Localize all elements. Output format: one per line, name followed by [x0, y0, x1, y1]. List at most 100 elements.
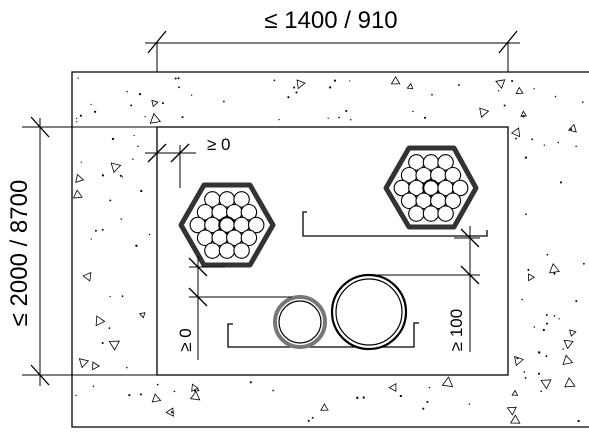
concrete-aggregate: [95, 315, 106, 327]
concrete-speck: [278, 118, 280, 121]
concrete-speck: [135, 244, 138, 247]
concrete-speck: [542, 328, 545, 332]
concrete-speck: [527, 268, 530, 271]
gap-right-dimension: ≥ 100: [370, 226, 480, 352]
concrete-texture: [72, 76, 585, 424]
concrete-speck: [173, 390, 176, 393]
concrete-speck: [132, 158, 134, 160]
concrete-speck: [515, 137, 517, 140]
upper-support-channel: [302, 211, 488, 237]
cable-tube: [422, 205, 440, 222]
concrete-speck: [553, 273, 556, 275]
concrete-speck: [356, 396, 359, 399]
concrete-speck: [109, 199, 112, 202]
concrete-aggregate: [569, 329, 577, 337]
concrete-speck: [497, 90, 500, 92]
concrete-speck: [307, 419, 310, 422]
concrete-speck: [137, 145, 139, 148]
gap-top-label: ≥ 0: [207, 135, 231, 154]
concrete-speck: [562, 348, 564, 350]
concrete-speck: [428, 386, 431, 389]
concrete-aggregate: [138, 312, 146, 319]
concrete-speck: [575, 145, 577, 148]
concrete-speck: [524, 156, 528, 159]
concrete-speck: [90, 238, 92, 240]
concrete-speck: [170, 411, 173, 414]
concrete-speck: [77, 77, 79, 79]
concrete-speck: [350, 118, 352, 121]
cable-tube: [233, 242, 250, 259]
concrete-aggregate: [191, 383, 199, 392]
concrete-speck: [111, 137, 115, 141]
concrete-speck: [273, 79, 276, 82]
concrete-speck: [553, 315, 556, 317]
right-bundle-tubes: [393, 154, 469, 222]
concrete-speck: [524, 377, 527, 379]
concrete-speck: [311, 416, 314, 419]
concrete-aggregate: [562, 354, 574, 366]
concrete-speck: [79, 114, 82, 117]
concrete-aggregate: [511, 389, 519, 396]
concrete-aggregate: [406, 82, 414, 90]
concrete-speck: [521, 298, 523, 301]
concrete-speck: [130, 104, 133, 107]
concrete-speck: [109, 295, 111, 298]
left-bundle-tubes: [189, 191, 265, 259]
concrete-speck: [345, 109, 348, 113]
concrete-speck: [75, 117, 78, 120]
concrete-speck: [119, 174, 122, 177]
concrete-speck: [558, 318, 560, 320]
concrete-aggregate: [388, 382, 397, 392]
concrete-aggregate: [514, 355, 524, 367]
concrete-aggregate: [151, 99, 159, 108]
concrete-speck: [533, 88, 535, 90]
concrete-speck: [139, 393, 142, 396]
concrete-speck: [399, 394, 402, 398]
large-pipe-inner: [335, 278, 403, 346]
concrete-speck: [80, 161, 82, 163]
gap-right-label: ≥ 100: [447, 309, 466, 351]
concrete-speck: [426, 400, 429, 404]
concrete-speck: [144, 115, 146, 118]
concrete-speck: [190, 94, 193, 96]
concrete-speck: [546, 322, 548, 325]
concrete-speck: [545, 355, 548, 358]
concrete-speck: [431, 93, 433, 96]
concrete-aggregate: [548, 263, 561, 274]
concrete-speck: [349, 80, 351, 82]
cable-tube: [408, 205, 425, 222]
concrete-aggregate: [510, 127, 521, 138]
concrete-speck: [457, 84, 460, 86]
concrete-speck: [287, 96, 290, 99]
concrete-speck: [516, 357, 519, 360]
concrete-speck: [140, 189, 143, 193]
concrete-speck: [525, 213, 527, 216]
concrete-speck: [101, 341, 104, 345]
concrete-aggregate: [296, 79, 306, 90]
concrete-speck: [570, 128, 573, 131]
concrete-speck: [133, 134, 135, 137]
gap-left-dimension: ≥ 0: [176, 256, 292, 360]
concrete-speck: [223, 100, 225, 103]
concrete-speck: [174, 77, 177, 80]
left-cable-bundle: [178, 182, 276, 268]
concrete-speck: [338, 116, 340, 119]
concrete-speck: [333, 79, 337, 82]
concrete-speck: [162, 102, 164, 105]
cable-tube: [444, 192, 462, 210]
concrete-speck: [295, 91, 298, 94]
concrete-speck: [293, 86, 296, 89]
concrete-speck: [583, 262, 585, 265]
width-dimension-label: ≤ 1400 / 910: [264, 7, 397, 34]
gap-top-dimension: ≥ 0: [145, 135, 231, 188]
concrete-speck: [543, 144, 545, 146]
concrete-speck: [148, 233, 151, 236]
gap-left-label: ≥ 0: [176, 328, 195, 352]
concrete-speck: [412, 110, 414, 113]
concrete-aggregate: [527, 273, 536, 282]
concrete-speck: [362, 396, 365, 399]
concrete-speck: [177, 77, 180, 80]
concrete-aggregate: [151, 393, 162, 403]
